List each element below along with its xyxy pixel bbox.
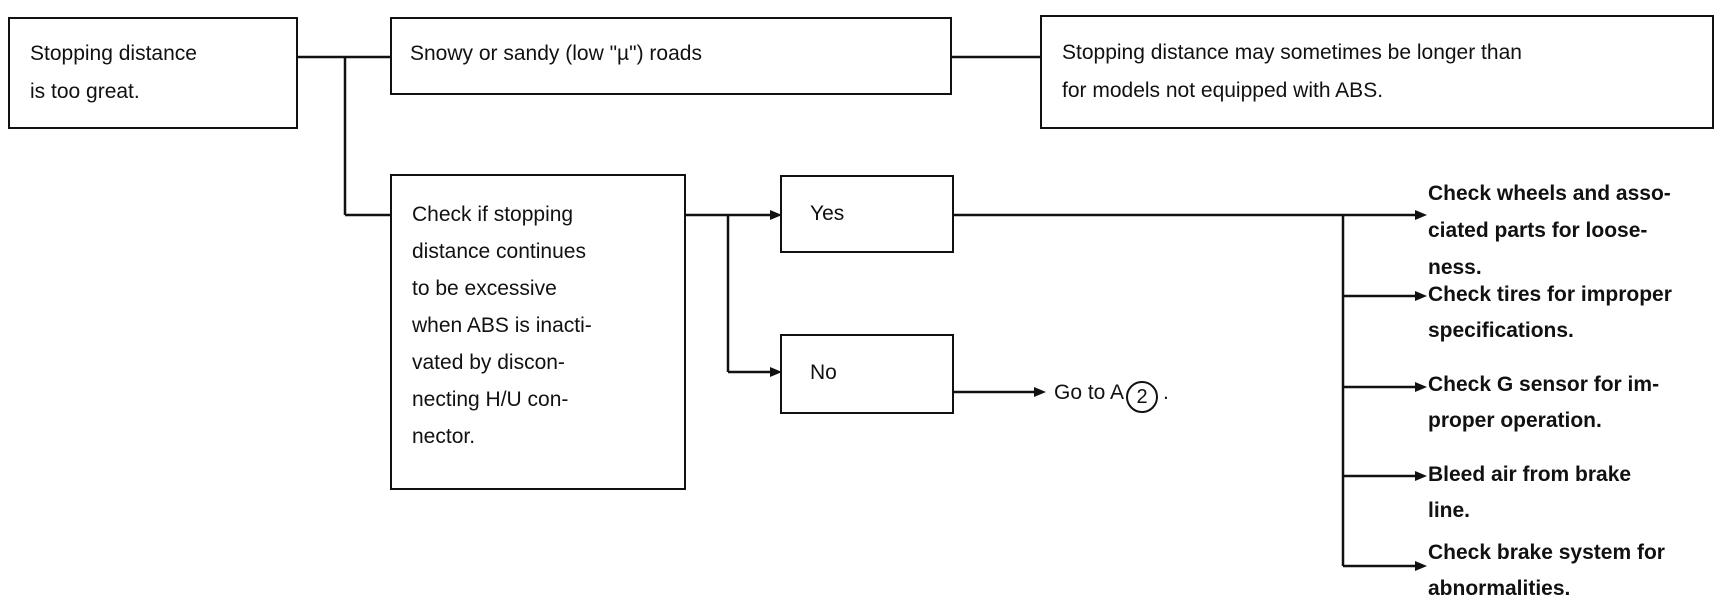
yes-label: Yes	[810, 202, 845, 225]
no-label: No	[810, 361, 837, 384]
no-box: No	[780, 334, 954, 414]
road-result-line-2: for models not equipped with ABS.	[1062, 79, 1384, 102]
start-box: Stopping distance is too great.	[8, 17, 298, 129]
action-2-line-2: specifications.	[1428, 319, 1574, 342]
check-line-7: nector.	[412, 425, 476, 448]
road-condition-text: Snowy or sandy (low "µ") roads	[410, 42, 702, 65]
goto-prefix: Go to A	[1054, 381, 1125, 404]
action-4-line-1: Bleed air from brake	[1428, 463, 1632, 486]
circled-step-number: 2	[1126, 381, 1159, 413]
action-5-line-2: abnormalities.	[1428, 577, 1571, 600]
goto-suffix: .	[1163, 381, 1169, 404]
action-3-line-1: Check G sensor for im-	[1428, 373, 1660, 396]
action-3-line-2: proper operation.	[1428, 409, 1602, 432]
check-box: Check if stopping distance continues to …	[390, 174, 686, 490]
action-5-line-1: Check brake system for	[1428, 541, 1665, 564]
check-line-4: when ABS is inacti-	[412, 314, 592, 337]
check-line-5: vated by discon-	[412, 351, 565, 374]
road-result-box: Stopping distance may sometimes be longe…	[1040, 15, 1714, 129]
start-line-1: Stopping distance	[30, 42, 197, 65]
action-2-line-1: Check tires for improper	[1428, 283, 1672, 306]
check-line-3: to be excessive	[412, 277, 557, 300]
action-1-line-3: ness.	[1428, 256, 1482, 279]
action-1-line-2: ciated parts for loose-	[1428, 219, 1648, 242]
road-result-line-1: Stopping distance may sometimes be longe…	[1062, 41, 1522, 64]
check-line-6: necting H/U con-	[412, 388, 569, 411]
start-line-2: is too great.	[30, 80, 140, 103]
road-condition-box: Snowy or sandy (low "µ") roads	[390, 17, 952, 95]
action-1-line-1: Check wheels and asso-	[1428, 182, 1671, 205]
action-4-line-2: line.	[1428, 499, 1471, 522]
yes-box: Yes	[780, 175, 954, 253]
check-line-1: Check if stopping	[412, 203, 574, 226]
check-line-2: distance continues	[412, 240, 586, 263]
